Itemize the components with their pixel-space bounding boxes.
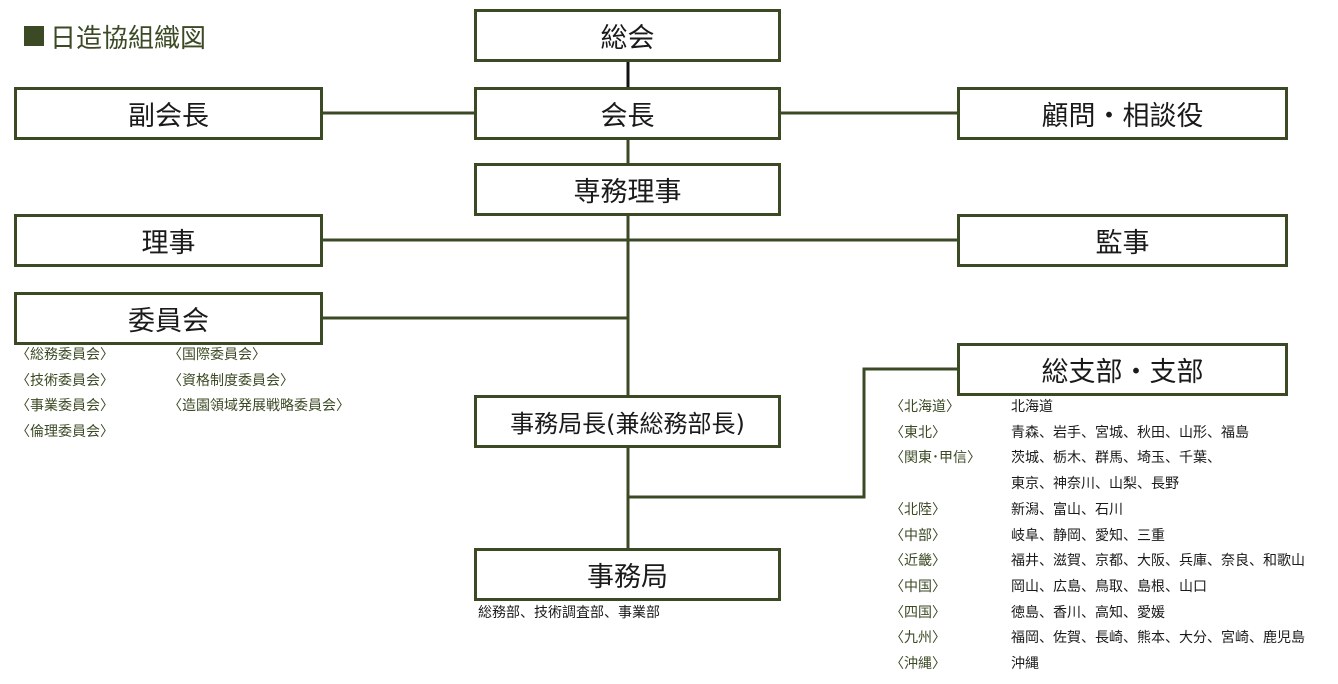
region-name: 〈四国〉 [890,604,946,621]
box-auditors: 監事 [957,214,1288,267]
prefecture-list: 沖縄 [1011,656,1039,673]
box-secretariat: 事務局 [474,548,781,601]
committee-item: 〈事業委員会〉 [16,398,114,415]
region-name: 〈中国〉 [890,578,946,595]
box-advisors-label: 顧問・相談役 [1041,101,1204,132]
committee-item: 〈技術委員会〉 [16,372,114,389]
prefecture-list: 青森、岩手、宮城、秋田、山形、福島 [1011,424,1249,441]
region-name: 〈北海道〉 [890,399,960,415]
prefecture-list: 福岡、佐賀、長崎、熊本、大分、宮崎、鹿児島 [1011,630,1305,647]
box-directors: 理事 [14,214,323,267]
committee-list-right: 〈国際委員会〉 〈資格制度委員会〉 〈造園領域発展戦略委員会〉 [168,343,350,420]
box-chairman: 会長 [474,87,781,140]
page-title: 日造協組織図 [24,20,207,54]
page-title-text: 日造協組織図 [50,23,207,54]
box-secretariat-head-label: 事務局長(兼総務部長) [510,410,745,438]
region-name: 〈北陸〉 [890,501,946,518]
box-vice-chairman: 副会長 [14,87,323,140]
connector-branches [628,367,957,499]
region-name: 〈九州〉 [890,630,946,647]
box-chairman-label: 会長 [600,101,655,132]
prefecture-list: 東京、神奈川、山梨、長野 [1011,476,1179,493]
box-auditors-label: 監事 [1095,228,1150,259]
box-general-assembly: 総会 [474,9,781,62]
prefecture-list: 茨城、栃木、群馬、埼玉、千葉、 [1011,450,1221,467]
region-name: 〈中部〉 [890,527,946,544]
box-branches: 総支部・支部 [957,343,1288,396]
box-general-assembly-label: 総会 [600,23,655,54]
prefecture-list: 徳島、香川、高知、愛媛 [1011,604,1165,621]
box-secretariat-head: 事務局長(兼総務部長) [474,395,781,448]
region-prefectures: 北海道 青森、岩手、宮城、秋田、山形、福島 茨城、栃木、群馬、埼玉、千葉、 東京… [1011,395,1305,678]
region-name: 〈近畿〉 [890,553,946,570]
region-name [890,472,981,498]
box-vice-chairman-label: 副会長 [128,101,209,132]
square-bullet-icon [24,26,44,46]
committee-list-left: 〈総務委員会〉 〈技術委員会〉 〈事業委員会〉 〈倫理委員会〉 [16,343,114,446]
committee-item: 〈総務委員会〉 [16,347,114,363]
region-name: 〈東北〉 [890,424,946,441]
committee-item: 〈資格制度委員会〉 [168,372,294,389]
committee-item: 〈国際委員会〉 [168,347,266,363]
box-secretariat-label: 事務局 [587,562,668,593]
box-directors-label: 理事 [141,228,196,259]
committee-item: 〈倫理委員会〉 [16,424,114,441]
prefecture-list: 岐阜、静岡、愛知、三重 [1011,527,1165,544]
box-executive-director-label: 専務理事 [573,177,682,208]
box-advisors: 顧問・相談役 [957,87,1288,140]
prefecture-list: 福井、滋賀、京都、大阪、兵庫、奈良、和歌山 [1011,553,1305,570]
box-executive-director: 専務理事 [474,163,781,216]
box-committees-label: 委員会 [128,306,209,337]
region-names: 〈北海道〉 〈東北〉 〈関東･甲信〉 〈北陸〉 〈中部〉 〈近畿〉 〈中国〉 〈… [890,395,981,678]
box-branches-label: 総支部・支部 [1041,357,1204,388]
prefecture-list: 北海道 [1011,399,1053,415]
prefecture-list: 新潟、富山、石川 [1011,501,1123,518]
committee-item: 〈造園領域発展戦略委員会〉 [168,398,350,415]
prefecture-list: 岡山、広島、鳥取、島根、山口 [1011,578,1207,595]
box-committees: 委員会 [14,292,323,345]
region-name: 〈関東･甲信〉 [890,450,981,467]
secretariat-departments: 総務部、技術調査部、事業部 [478,605,660,621]
region-name: 〈沖縄〉 [890,656,946,673]
